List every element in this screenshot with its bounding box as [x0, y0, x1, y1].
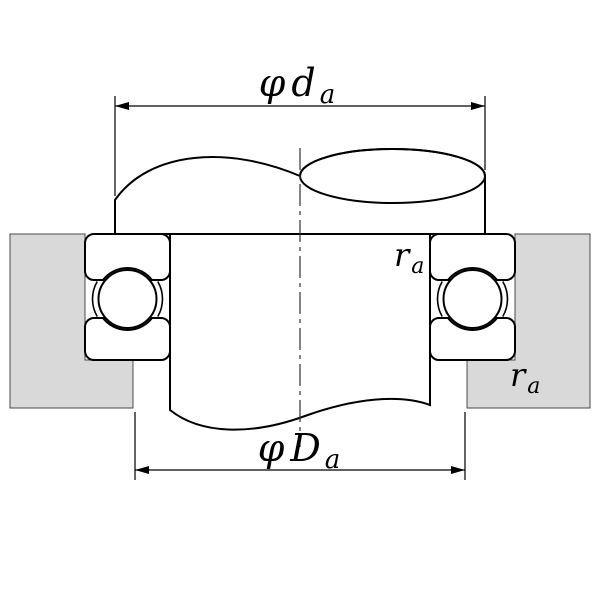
- right-raceway-lower: [447, 317, 498, 331]
- right-raceway-upper: [447, 267, 498, 281]
- right-cage-inner: [436, 281, 443, 317]
- arrowhead-bottom-left: [135, 466, 149, 474]
- arrowhead-top-right: [471, 102, 485, 110]
- label-ra-lower: ra: [510, 356, 540, 399]
- left-cage-outer: [91, 281, 98, 317]
- label-ra-upper: ra: [394, 236, 424, 279]
- right-cage-outer: [502, 281, 509, 317]
- right-ball: [442, 269, 503, 329]
- left-ball: [97, 269, 158, 329]
- left-cage-inner: [157, 281, 164, 317]
- left-raceway-lower: [102, 317, 153, 331]
- arrowhead-top-left: [115, 102, 129, 110]
- arrowhead-bottom-right: [451, 466, 465, 474]
- left-raceway-upper: [102, 267, 153, 281]
